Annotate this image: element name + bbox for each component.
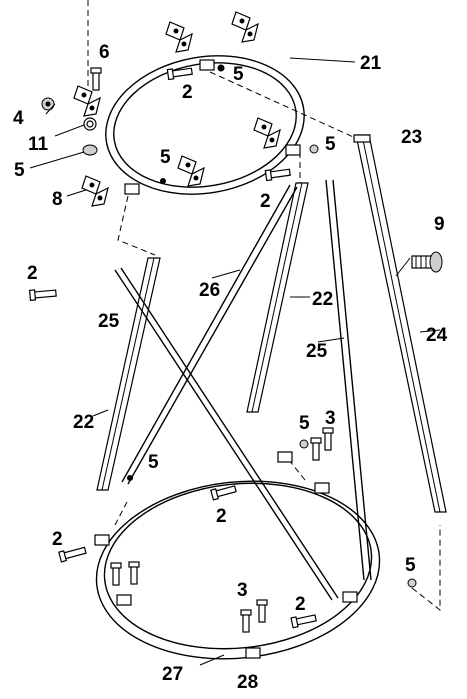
callout-6: 6 bbox=[99, 42, 110, 63]
nut-washer-icons bbox=[41, 64, 417, 588]
callout-25: 25 bbox=[98, 311, 120, 332]
callout-5: 5 bbox=[160, 147, 171, 168]
top-ring bbox=[105, 55, 305, 195]
callout-9: 9 bbox=[434, 214, 445, 235]
leg-22-right bbox=[246, 182, 309, 413]
callout-3: 3 bbox=[237, 580, 248, 601]
callout-26: 26 bbox=[199, 280, 220, 301]
callout-11: 11 bbox=[28, 134, 49, 155]
rod-25-right bbox=[325, 179, 372, 581]
callout-2: 2 bbox=[216, 506, 227, 527]
callout-5: 5 bbox=[233, 64, 244, 85]
bolt-icons bbox=[28, 67, 334, 633]
callout-24: 24 bbox=[426, 325, 448, 346]
rod-25-left bbox=[114, 267, 339, 601]
callout-25: 25 bbox=[306, 341, 328, 362]
callout-5: 5 bbox=[325, 134, 336, 155]
callout-21: 21 bbox=[360, 53, 382, 74]
rod-26 bbox=[121, 184, 298, 485]
callout-8: 8 bbox=[52, 189, 63, 210]
callout-labels: 6 4 11 5 8 2 5 21 5 23 5 2 9 2 26 22 25 … bbox=[13, 42, 448, 693]
callout-3: 3 bbox=[325, 408, 336, 429]
assembly-lines bbox=[87, 0, 441, 612]
callout-5: 5 bbox=[14, 160, 25, 181]
callout-22: 22 bbox=[73, 412, 94, 433]
bracket-icons bbox=[73, 11, 281, 207]
callout-2: 2 bbox=[27, 263, 38, 284]
callout-4: 4 bbox=[13, 108, 24, 129]
leader-lines bbox=[29, 57, 441, 666]
callout-22: 22 bbox=[312, 289, 333, 310]
leg-24 bbox=[355, 134, 447, 513]
knob-9-icon bbox=[411, 251, 443, 273]
callout-5: 5 bbox=[299, 413, 310, 434]
ring-clamps bbox=[94, 59, 371, 659]
callout-2: 2 bbox=[52, 529, 63, 550]
callout-2: 2 bbox=[295, 594, 306, 615]
callout-28: 28 bbox=[237, 672, 258, 693]
callout-5: 5 bbox=[148, 452, 159, 473]
callout-2: 2 bbox=[260, 191, 271, 212]
callout-27: 27 bbox=[162, 664, 183, 685]
callout-5: 5 bbox=[405, 555, 416, 576]
callout-2: 2 bbox=[182, 82, 193, 103]
leg-22-left bbox=[96, 257, 161, 491]
callout-23: 23 bbox=[401, 127, 422, 148]
